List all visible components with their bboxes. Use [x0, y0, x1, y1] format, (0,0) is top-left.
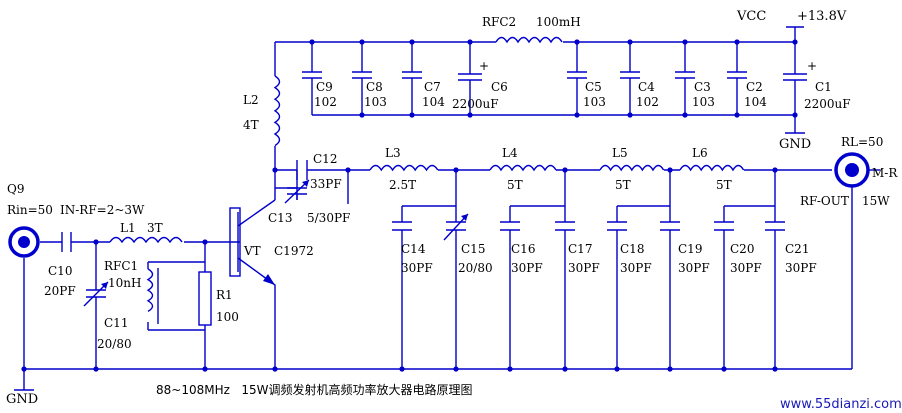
l3-ref: L3 [385, 146, 401, 160]
c17-value: 30PF [568, 261, 600, 275]
c13-ref: C13 [268, 211, 292, 225]
c2-value: 104 [744, 95, 767, 109]
c4-ref: C4 [638, 80, 655, 94]
l6-ref: L6 [692, 146, 708, 160]
c20-ref: C20 [730, 242, 754, 256]
gnd-label-output: GND [779, 137, 811, 152]
l5-value: 5T [615, 178, 631, 192]
l1-value: 3T [147, 221, 163, 235]
l3-value: 2.5T [389, 178, 416, 192]
c17-ref: C17 [568, 242, 592, 256]
rf-capacitors [61, 160, 785, 307]
labels: VCC +13.8V RFC2 100mH C9 102 C8 103 C7 1… [6, 9, 902, 412]
c1-ref: C1 [815, 80, 832, 94]
c18-ref: C18 [620, 242, 644, 256]
transistor-vt [229, 207, 275, 285]
c14-ref: C14 [401, 242, 426, 256]
watermark: www.55dianzi.com [780, 397, 902, 412]
c2-ref: C2 [746, 80, 763, 94]
c5-ref: C5 [585, 80, 602, 94]
c16-ref: C16 [511, 242, 535, 256]
c15-ref: C15 [461, 242, 485, 256]
c1-polarity-mark: + [807, 59, 817, 73]
rfc2-value: 100mH [536, 15, 581, 29]
c19-ref: C19 [678, 242, 702, 256]
c20-value: 30PF [730, 261, 762, 275]
c12-ref: C12 [313, 152, 337, 166]
l2-ref: L2 [243, 93, 259, 107]
c8-value: 103 [364, 95, 387, 109]
c7-ref: C7 [424, 80, 441, 94]
rf-out-label: RF-OUT [800, 194, 849, 208]
l1-ref: L1 [120, 221, 136, 235]
c3-ref: C3 [694, 80, 711, 94]
input-connector-icon [8, 226, 40, 258]
c12-value: 33PF [310, 177, 342, 191]
c11-value: 20/80 [97, 337, 132, 351]
c7-value: 104 [422, 95, 445, 109]
rfc1-ref: RFC1 [104, 259, 138, 273]
rf-out-power: 15W [862, 194, 890, 208]
rfc1-value: 10nH [108, 276, 141, 290]
c10-ref: C10 [48, 264, 72, 278]
l4-ref: L4 [502, 146, 518, 160]
output-connector-icon [834, 152, 880, 188]
c5-value: 103 [583, 95, 606, 109]
c3-value: 103 [692, 95, 715, 109]
c18-value: 30PF [620, 261, 652, 275]
ground-symbol-icon [14, 132, 805, 391]
c4-value: 102 [636, 95, 659, 109]
rl-label: RL=50 [841, 135, 883, 149]
r1-value: 100 [216, 310, 239, 324]
c13-value: 5/30PF [307, 211, 350, 225]
l6-value: 5T [716, 178, 732, 192]
c19-value: 30PF [678, 261, 710, 275]
c10-value: 20PF [44, 284, 76, 298]
c6-value: 2200uF [452, 97, 499, 111]
voltage-label: +13.8V [797, 9, 847, 24]
inductors [109, 36, 745, 324]
diagram-caption: 88~108MHz 15W调频发射机高频功率放大器电路原理图 [156, 382, 472, 397]
junction-dots [21, 39, 798, 372]
c14-value: 30PF [401, 261, 433, 275]
vcc-label: VCC [736, 9, 766, 24]
c15-value: 20/80 [458, 261, 493, 275]
c1-value: 2200uF [804, 97, 851, 111]
c11-ref: C11 [104, 316, 128, 330]
l2-value: 4T [243, 118, 259, 132]
input-power: IN-RF=2~3W [60, 203, 145, 217]
c8-ref: C8 [366, 80, 383, 94]
c9-value: 102 [314, 95, 337, 109]
c9-ref: C9 [316, 80, 333, 94]
r1-ref: R1 [216, 288, 233, 302]
c16-value: 30PF [511, 261, 543, 275]
decoupling-capacitors [302, 42, 807, 115]
input-rin: Rin=50 [7, 203, 53, 217]
transistor-ref: VT [243, 244, 261, 258]
c21-ref: C21 [785, 242, 809, 256]
l4-value: 5T [507, 178, 523, 192]
transistor-part: C1972 [274, 244, 314, 258]
l5-ref: L5 [612, 146, 628, 160]
resistor-r1 [198, 271, 212, 326]
gnd-label-input: GND [6, 392, 38, 407]
rfc2-ref: RFC2 [482, 15, 516, 29]
c6-ref: C6 [491, 80, 508, 94]
c21-value: 30PF [785, 261, 817, 275]
c6-polarity-mark: + [479, 59, 489, 73]
output-connector-label: M-R [872, 166, 898, 180]
input-connector-label: Q9 [7, 182, 24, 196]
